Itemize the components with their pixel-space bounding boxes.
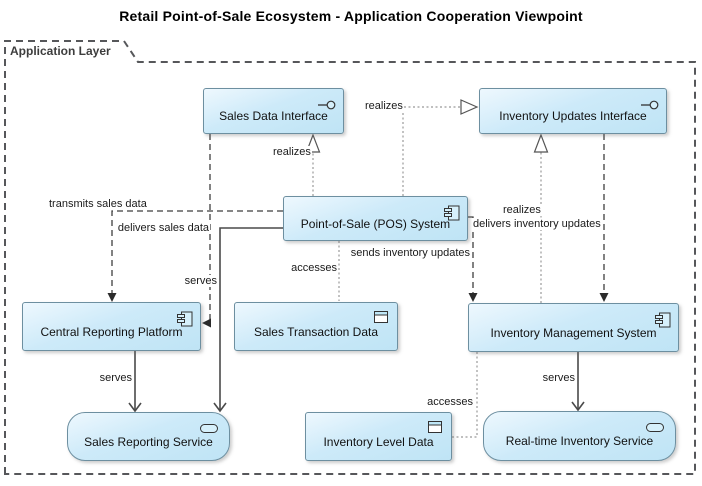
- edge-label-accesses-ims-ild: accesses: [426, 396, 474, 408]
- edge-label-transmits-sales-data: transmits sales data: [48, 198, 148, 210]
- node-sales-data-interface[interactable]: Sales Data Interface: [203, 88, 344, 134]
- node-label: Inventory Management System: [490, 325, 657, 340]
- access-ims-inventory-level-line: [452, 352, 478, 438]
- data-object-icon: [374, 311, 388, 323]
- node-inventory-management-system[interactable]: Inventory Management System: [468, 303, 679, 352]
- realization-triangle: [460, 99, 479, 115]
- node-inventory-updates-interface[interactable]: Inventory Updates Interface: [479, 88, 667, 134]
- flow-delivers-sales-data-line: [209, 134, 211, 324]
- node-sales-transaction-data[interactable]: Sales Transaction Data: [234, 302, 398, 351]
- node-label: Sales Reporting Service: [84, 434, 213, 449]
- edge-label-serves-pos-srs: serves: [183, 275, 218, 287]
- edge-label-delivers-inventory-updates: delivers inventory updates: [472, 218, 602, 230]
- component-icon: [655, 312, 671, 328]
- flow-arrowhead: [107, 293, 117, 302]
- flow-arrowhead: [599, 293, 609, 302]
- interface-icon: [641, 100, 659, 110]
- component-icon: [177, 311, 193, 327]
- flow-transmits-sales-data-line: [111, 210, 283, 294]
- node-pos-system[interactable]: Point-of-Sale (POS) System: [283, 196, 468, 241]
- node-label: Real-time Inventory Service: [505, 434, 654, 448]
- realization-triangle: [533, 133, 549, 153]
- interface-icon: [318, 100, 336, 110]
- node-central-reporting-platform[interactable]: Central Reporting Platform: [22, 302, 201, 351]
- serving-arrowhead: [128, 402, 142, 413]
- node-sales-reporting-service[interactable]: Sales Reporting Service: [67, 412, 230, 461]
- diagram-title: Retail Point-of-Sale Ecosystem - Applica…: [119, 8, 583, 24]
- component-icon: [444, 205, 460, 221]
- edge-label-serves-ims-ris: serves: [541, 372, 576, 384]
- service-icon: [200, 424, 218, 433]
- serving-arrowhead: [213, 402, 227, 413]
- edge-label-sends-inventory-updates: sends inventory updates: [349, 247, 471, 259]
- application-layer-label: Application Layer: [10, 44, 111, 58]
- data-object-icon: [428, 421, 442, 433]
- edge-label-serves-crp-srs: serves: [98, 372, 133, 384]
- service-icon: [646, 423, 664, 432]
- edge-label-delivers-sales-data: delivers sales data: [116, 222, 210, 234]
- node-realtime-inventory-service[interactable]: Real-time Inventory Service: [483, 411, 676, 461]
- node-inventory-level-data[interactable]: Inventory Level Data: [305, 412, 452, 461]
- flow-arrowhead: [202, 318, 211, 328]
- realization-pos-inventory-updates-line: [402, 106, 460, 196]
- edge-label-realizes-pos-sdi: realizes: [272, 146, 312, 158]
- node-label: Sales Data Interface: [219, 109, 328, 123]
- application-layer-group-border[interactable]: [4, 40, 696, 475]
- flow-arrowhead: [468, 293, 478, 302]
- edge-label-realizes-pos-iui: realizes: [364, 100, 404, 112]
- flow-sends-inventory-updates-line: [468, 216, 474, 294]
- node-label: Inventory Level Data: [323, 434, 434, 449]
- serving-arrowhead: [571, 401, 585, 412]
- serving-pos-sales-reporting-line: [219, 227, 283, 410]
- edge-label-accesses-pos-std: accesses: [290, 262, 338, 274]
- node-label: Inventory Updates Interface: [499, 109, 647, 123]
- node-label: Sales Transaction Data: [253, 324, 379, 339]
- edge-label-realizes-ims-iui: realizes: [502, 204, 542, 216]
- node-label: Point-of-Sale (POS) System: [300, 216, 451, 231]
- node-label: Central Reporting Platform: [40, 324, 183, 339]
